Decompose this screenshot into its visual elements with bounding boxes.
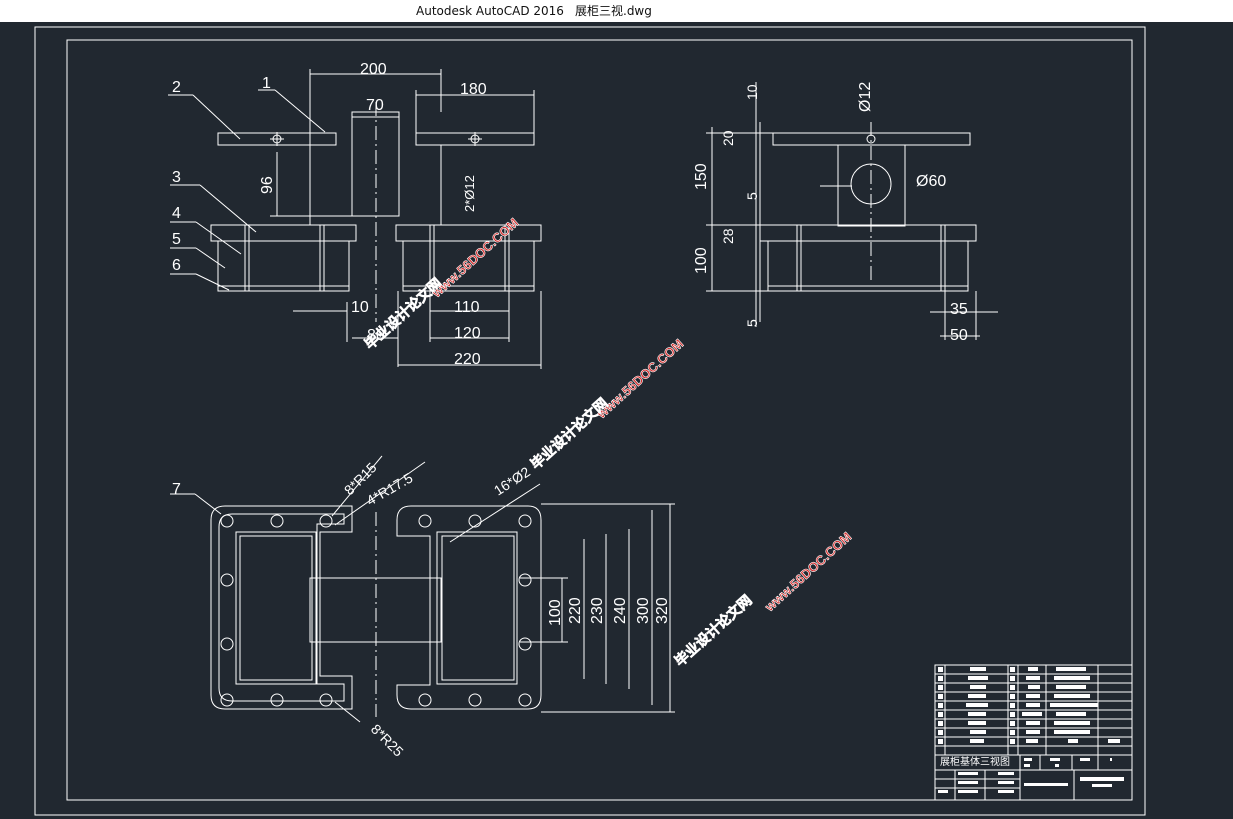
top-dim-240: 240 [612,597,629,624]
side-dim-35: 35 [950,301,968,318]
bolt-holes [220,514,532,707]
watermark-2-url: www.56DOC.COM [593,336,686,422]
part-label-3: 3 [172,169,181,186]
watermark-1-url: www.56DOC.COM [428,215,521,301]
dim-8r25: 8*R25 [368,721,407,760]
top-dim-230: 230 [589,597,606,624]
side-dim-10: 10 [744,84,760,100]
side-dim-28: 28 [720,228,736,244]
drawing-canvas[interactable]: 2 1 3 4 5 6 200 180 70 96 2*Ø12 10 80 11… [0,22,1233,819]
front-view [168,69,542,369]
part-label-7: 7 [172,481,181,498]
top-dim-100: 100 [547,599,564,626]
watermark-3-cn: 毕业设计论文网 [671,592,755,669]
sheet-inner-border [66,39,1133,801]
side-dim-50: 50 [950,327,968,344]
dim-96: 96 [259,176,276,194]
window-title-bar: Autodesk AutoCAD 2016 展柜三视.dwg [0,0,1233,22]
side-dim-20: 20 [720,130,736,146]
top-dim-320: 320 [654,597,671,624]
part-label-4: 4 [172,205,181,222]
watermark-3-url: www.56DOC.COM [761,529,854,615]
part-label-1: 1 [262,75,271,92]
dim-10: 10 [351,299,369,316]
side-dim-150: 150 [693,163,710,190]
dim-200: 200 [360,61,387,78]
top-dim-300: 300 [635,597,652,624]
side-dim-5b: 5 [744,319,760,327]
title-block [934,664,1133,801]
cad-drawing[interactable]: 2 1 3 4 5 6 200 180 70 96 2*Ø12 10 80 11… [0,22,1233,819]
dim-120: 120 [454,325,481,342]
dim-220: 220 [454,351,481,368]
side-dim-100: 100 [693,247,710,274]
dim-180: 180 [460,81,487,98]
file-name: 展柜三视.dwg [575,4,652,18]
app-title: Autodesk AutoCAD 2016 [416,4,564,18]
top-view [170,455,675,723]
dim-80: 80 [367,327,385,344]
dim-110: 110 [454,299,480,316]
part-label-2: 2 [172,79,181,96]
sheet-outer-border [34,26,1146,816]
part-label-5: 5 [172,231,181,248]
side-view [706,82,998,340]
side-phi60: Ø60 [916,173,946,190]
title-block-drawing-name: 展柜基体三视图 [940,755,1010,768]
dim-70: 70 [366,97,384,114]
top-dim-220: 220 [567,597,584,624]
watermarks: 毕业设计论文网 www.56DOC.COM 毕业设计论文网 www.56DOC.… [361,215,855,670]
side-phi12: Ø12 [857,82,874,112]
side-dim-5a: 5 [744,192,760,200]
title-block-fill-marks [938,667,1124,793]
part-label-6: 6 [172,257,181,274]
dim-2phi12: 2*Ø12 [462,175,477,212]
dim-16-holes: 16*Ø2 [491,463,533,498]
